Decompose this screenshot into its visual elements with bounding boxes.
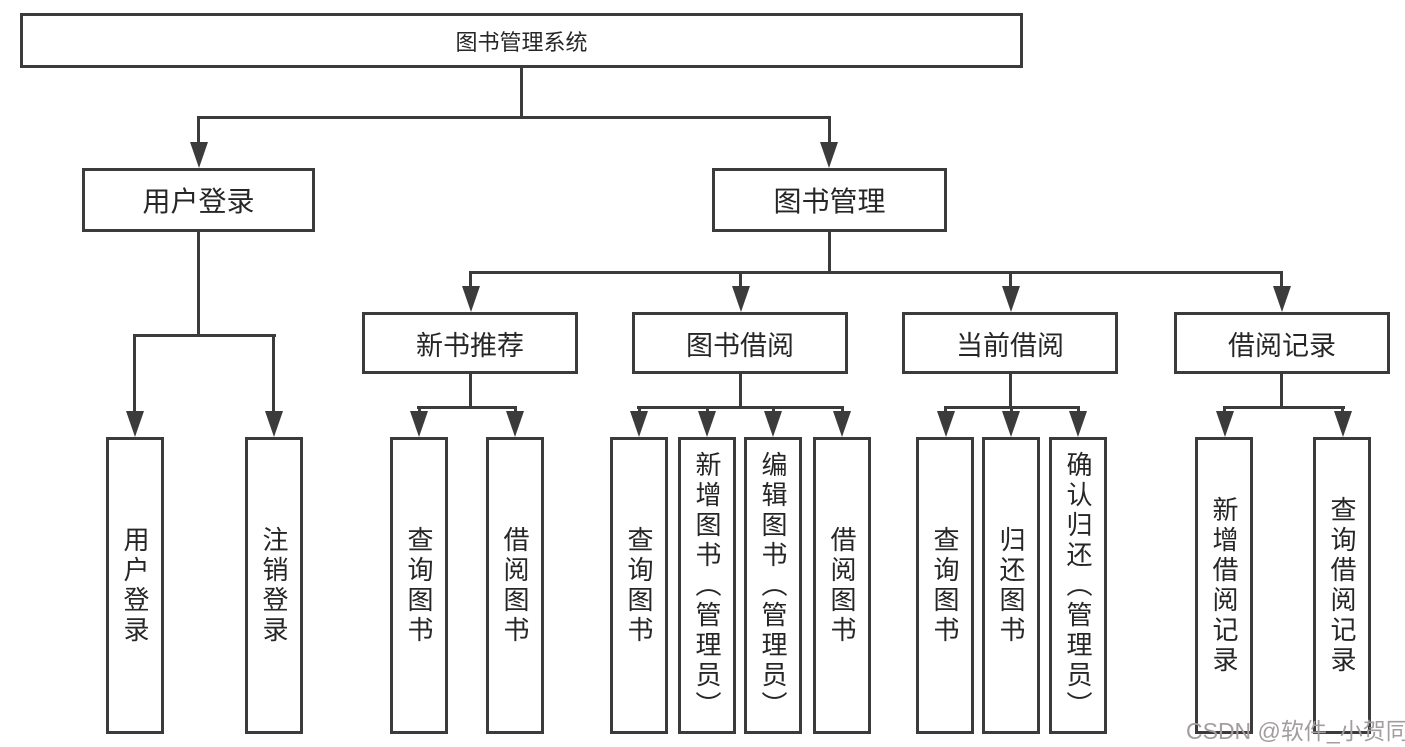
connector-new-book-bar (417, 406, 517, 409)
arrowhead-down-icon (1273, 286, 1291, 312)
node-library-management-system: 图书管理系统 (20, 13, 1023, 68)
arrowhead-down-icon (462, 286, 480, 312)
connector-current-borrow-stub (1009, 374, 1012, 406)
connector-drop-leaf (272, 334, 275, 414)
connector-book-borrow-stub (739, 374, 742, 406)
node-borrow-records: 借阅记录 (1174, 312, 1390, 374)
leaf-borrow-books: 借阅图书 (813, 437, 871, 734)
node-book-management: 图书管理 (712, 168, 947, 232)
arrowhead-down-icon (630, 411, 648, 437)
connector-book-management-stub (828, 232, 831, 271)
leaf-label: 新增图书（管理员） (692, 450, 722, 721)
node-current-borrow: 当前借阅 (902, 312, 1118, 374)
connector-book-borrow-bar (637, 406, 844, 409)
arrowhead-down-icon (820, 142, 838, 168)
leaf-label: 查询图书 (930, 525, 960, 646)
connector-new-book-stub (469, 374, 472, 406)
leaf-add-books-admin: 新增图书（管理员） (678, 437, 736, 734)
arrowhead-down-icon (1002, 286, 1020, 312)
leaf-confirm-return-admin: 确认归还（管理员） (1049, 437, 1107, 734)
leaf-label: 新增借阅记录 (1209, 495, 1239, 676)
arrowhead-down-icon (732, 286, 750, 312)
connector-user-login-bar (133, 334, 276, 337)
leaf-borrow-books: 借阅图书 (486, 437, 544, 734)
leaf-user-login: 用户登录 (106, 437, 164, 734)
connector-root-stub (520, 68, 523, 118)
leaf-label: 注销登录 (259, 525, 289, 646)
leaf-logout: 注销登录 (245, 437, 303, 734)
leaf-label: 借阅图书 (827, 525, 857, 646)
leaf-query-books: 查询图书 (390, 437, 448, 734)
node-label: 图书管理 (773, 186, 886, 217)
arrowhead-down-icon (833, 411, 851, 437)
connector-root-bar (197, 116, 831, 119)
node-label: 借阅记录 (1228, 330, 1336, 361)
connector-drop-current-borrow (1009, 271, 1012, 289)
connector-drop-leaf (133, 334, 136, 414)
node-new-book-recommend: 新书推荐 (362, 312, 578, 374)
leaf-label: 用户登录 (120, 525, 150, 646)
arrowhead-down-icon (1334, 411, 1352, 437)
arrowhead-down-icon (764, 411, 782, 437)
leaf-query-borrow-record: 查询借阅记录 (1313, 437, 1371, 734)
leaf-label: 查询借阅记录 (1327, 495, 1357, 676)
node-label: 图书借阅 (686, 330, 794, 361)
arrowhead-down-icon (410, 411, 428, 437)
csdn-watermark: CSDN @软件_小贺同学 (1186, 718, 1405, 744)
connector-borrow-records-bar (1223, 406, 1345, 409)
arrowhead-down-icon (506, 411, 524, 437)
connector-user-login-stub (197, 232, 200, 334)
leaf-query-books: 查询图书 (610, 437, 668, 734)
node-label: 用户登录 (142, 186, 255, 217)
arrowhead-down-icon (698, 411, 716, 437)
connector-drop-borrow-records (1280, 271, 1283, 289)
arrowhead-down-icon (1069, 411, 1087, 437)
node-label: 当前借阅 (956, 330, 1064, 361)
leaf-add-borrow-record: 新增借阅记录 (1195, 437, 1253, 734)
arrowhead-down-icon (190, 142, 208, 168)
leaf-label: 确认归还（管理员） (1063, 450, 1093, 721)
node-user-login: 用户登录 (82, 168, 315, 232)
leaf-label: 查询图书 (404, 525, 434, 646)
leaf-query-books: 查询图书 (916, 437, 974, 734)
node-book-borrow: 图书借阅 (632, 312, 848, 374)
connector-drop-user-login (197, 116, 200, 148)
leaf-label: 查询图书 (624, 525, 654, 646)
connector-drop-new-book (469, 271, 472, 289)
leaf-label: 借阅图书 (500, 525, 530, 646)
node-label: 图书管理系统 (455, 29, 588, 55)
node-label: 新书推荐 (416, 330, 524, 361)
leaf-label: 归还图书 (996, 525, 1026, 646)
connector-book-management-bar (469, 271, 1283, 274)
arrowhead-down-icon (126, 411, 144, 437)
leaf-edit-books-admin: 编辑图书（管理员） (744, 437, 802, 734)
connector-drop-book-management (828, 116, 831, 148)
connector-borrow-records-stub (1280, 374, 1283, 406)
arrowhead-down-icon (1216, 411, 1234, 437)
connector-drop-book-borrow (739, 271, 742, 289)
arrowhead-down-icon (265, 411, 283, 437)
arrowhead-down-icon (1002, 411, 1020, 437)
arrowhead-down-icon (937, 411, 955, 437)
leaf-label: 编辑图书（管理员） (758, 450, 788, 721)
leaf-return-books: 归还图书 (982, 437, 1040, 734)
